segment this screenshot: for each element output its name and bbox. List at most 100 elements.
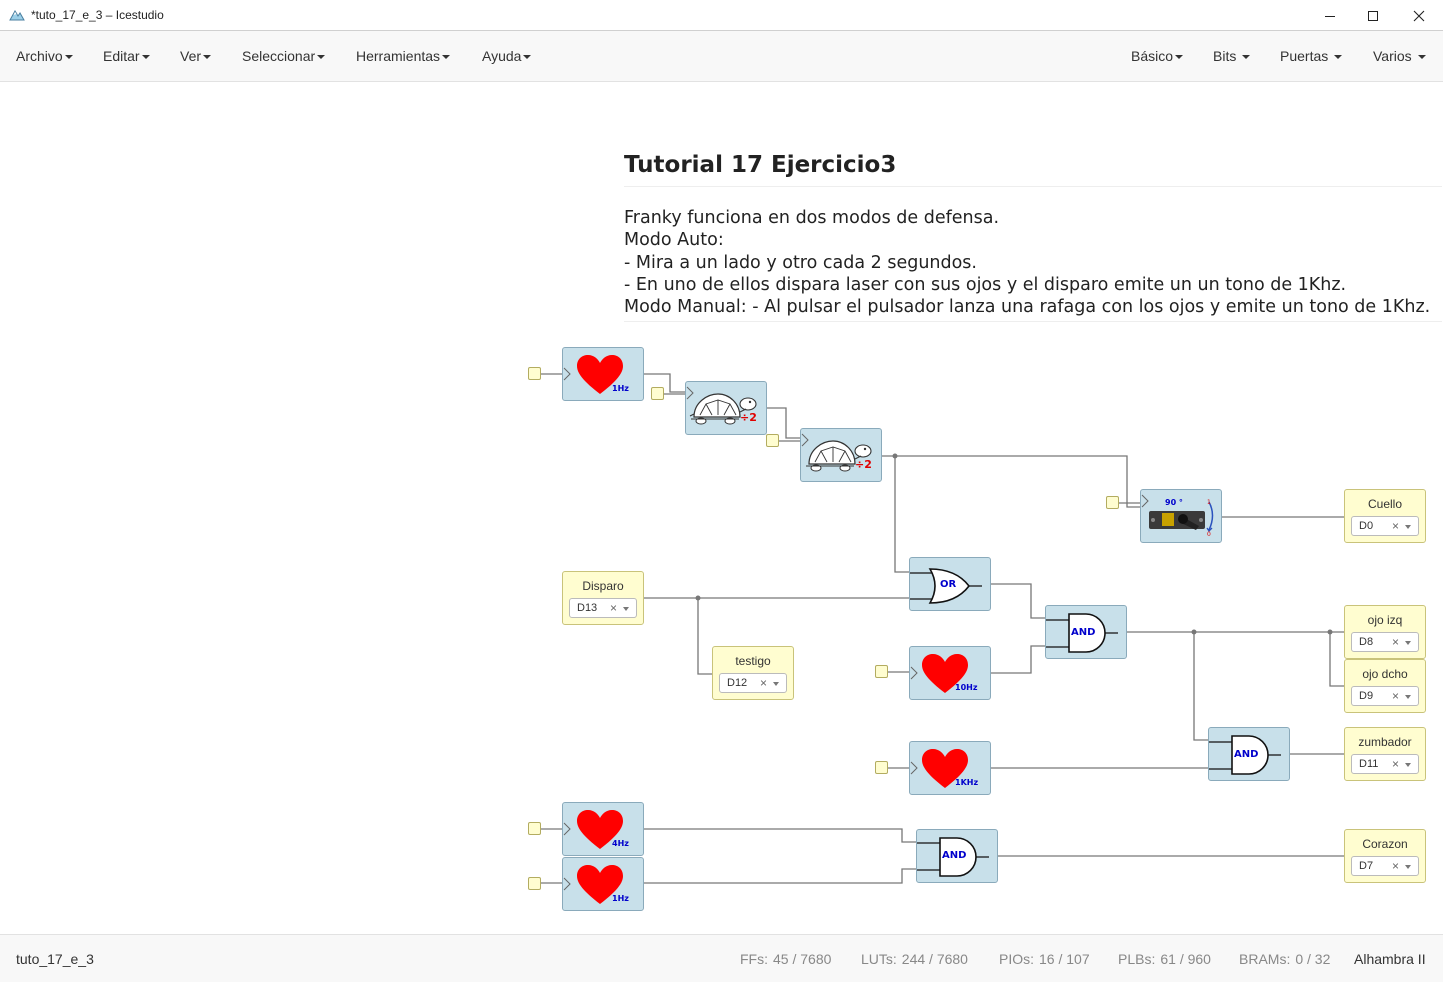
pin-value: D9: [1359, 690, 1374, 702]
maximize-button[interactable]: [1350, 0, 1396, 31]
clear-icon[interactable]: ×: [1391, 757, 1399, 771]
and-gate-icon: [1209, 735, 1281, 775]
menu-bits[interactable]: Bits: [1213, 48, 1251, 64]
menu-herramientas[interactable]: Herramientas: [356, 48, 451, 64]
and-gate-block-3[interactable]: AND: [916, 829, 998, 883]
heart-icon: [563, 810, 623, 849]
clear-icon[interactable]: ×: [1391, 689, 1399, 703]
output-ojo-dcho[interactable]: ojo dcho D9 ×: [1344, 659, 1426, 713]
design-canvas[interactable]: Tutorial 17 Ejercicio3 Franky funciona e…: [0, 82, 1443, 934]
menu-ayuda-label: Ayuda: [482, 48, 522, 64]
heartbeat-1hz-block[interactable]: 1Hz: [562, 347, 644, 401]
clear-icon[interactable]: ×: [1391, 519, 1399, 533]
heartbeat-4hz-block[interactable]: 4Hz: [562, 802, 644, 856]
minimize-icon: [1325, 15, 1335, 17]
frequency-label: 1KHz: [955, 778, 979, 787]
luts-value: 244 / 7680: [901, 951, 968, 967]
constant-input[interactable]: [766, 434, 779, 447]
frequency-label: 10Hz: [955, 683, 978, 692]
menu-editar[interactable]: Editar: [103, 48, 150, 64]
pin-select[interactable]: D9 ×: [1351, 686, 1419, 706]
pios-usage: PIOs:16 / 107: [999, 951, 1090, 967]
gate-label: AND: [942, 850, 967, 861]
pin-value: D8: [1359, 636, 1374, 648]
pin-select[interactable]: D7 ×: [1351, 856, 1419, 876]
info-block[interactable]: Tutorial 17 Ejercicio3 Franky funciona e…: [624, 152, 1442, 323]
divider-label: ÷2: [740, 411, 757, 424]
pin-value: D12: [727, 677, 748, 689]
pin-select[interactable]: D13 ×: [569, 598, 637, 618]
dropdown-arrow-icon: [623, 607, 629, 611]
constant-input[interactable]: [651, 387, 664, 400]
output-ojo-izq[interactable]: ojo izq D8 ×: [1344, 605, 1426, 659]
clear-icon[interactable]: ×: [1391, 635, 1399, 649]
wire-junction: [1191, 629, 1197, 635]
menu-basico[interactable]: Básico: [1131, 48, 1184, 64]
wire-junction: [1327, 629, 1333, 635]
io-name: ojo izq: [1367, 613, 1403, 627]
plbs-label: PLBs:: [1118, 951, 1156, 967]
project-name: tuto_17_e_3: [16, 951, 94, 967]
plbs-usage: PLBs:61 / 960: [1118, 951, 1211, 967]
heartbeat-1khz-block[interactable]: 1KHz: [909, 741, 991, 795]
input-disparo[interactable]: Disparo D13 ×: [562, 571, 644, 625]
menu-varios[interactable]: Varios: [1373, 48, 1426, 64]
menu-archivo[interactable]: Archivo: [16, 48, 73, 64]
wire: [894, 456, 909, 573]
menu-ayuda[interactable]: Ayuda: [482, 48, 532, 64]
caret-down-icon: [1242, 55, 1251, 60]
heartbeat-1hz-block-2[interactable]: 1Hz: [562, 857, 644, 911]
pios-value: 16 / 107: [1039, 951, 1090, 967]
ffs-value: 45 / 7680: [773, 951, 832, 967]
menu-seleccionar[interactable]: Seleccionar: [242, 48, 326, 64]
pin-select[interactable]: D12 ×: [719, 673, 787, 693]
window-title: *tuto_17_e_3 – Icestudio: [31, 8, 164, 22]
or-gate-block[interactable]: OR: [909, 557, 991, 611]
wire: [767, 407, 800, 439]
output-cuello[interactable]: Cuello D0 ×: [1344, 489, 1426, 543]
dropdown-arrow-icon: [773, 682, 779, 686]
servo-block[interactable]: 1 0 90 °: [1140, 489, 1222, 543]
constant-input[interactable]: [528, 822, 541, 835]
output-testigo[interactable]: testigo D12 ×: [712, 646, 794, 700]
and-gate-block-2[interactable]: AND: [1208, 727, 1290, 781]
constant-input[interactable]: [875, 761, 888, 774]
status-bar: tuto_17_e_3 FFs:45 / 7680 LUTs:244 / 768…: [0, 934, 1443, 982]
constant-input[interactable]: [1106, 496, 1119, 509]
brams-usage: BRAMs:0 / 32: [1239, 951, 1330, 967]
heart-icon: [910, 749, 968, 788]
caret-down-icon: [1334, 55, 1343, 60]
maximize-icon: [1368, 10, 1378, 21]
and-gate-block-1[interactable]: AND: [1045, 605, 1127, 659]
brams-label: BRAMs:: [1239, 951, 1291, 967]
caret-down-icon: [1175, 55, 1184, 60]
pin-select[interactable]: D8 ×: [1351, 632, 1419, 652]
output-corazon[interactable]: Corazon D7 ×: [1344, 829, 1426, 883]
pin-select[interactable]: D11 ×: [1351, 754, 1419, 774]
clear-icon[interactable]: ×: [609, 601, 617, 615]
caret-down-icon: [141, 55, 150, 60]
constant-input[interactable]: [875, 665, 888, 678]
turtle-icon: [686, 386, 757, 425]
wires-layer: [541, 373, 1344, 884]
divider-block-2[interactable]: ÷2: [800, 428, 882, 482]
output-zumbador[interactable]: zumbador D11 ×: [1344, 727, 1426, 781]
info-title: Tutorial 17 Ejercicio3: [624, 152, 1442, 187]
menu-ver[interactable]: Ver: [180, 48, 212, 64]
constant-input[interactable]: [528, 877, 541, 890]
close-button[interactable]: [1396, 0, 1442, 31]
menu-puertas[interactable]: Puertas: [1280, 48, 1343, 64]
clear-icon[interactable]: ×: [1391, 859, 1399, 873]
or-gate-icon: [910, 568, 982, 604]
divider-block-1[interactable]: ÷2: [685, 381, 767, 435]
minimize-button[interactable]: [1307, 0, 1353, 31]
board-name[interactable]: Alhambra II: [1354, 951, 1426, 967]
close-icon: [1413, 10, 1425, 21]
heartbeat-10hz-block[interactable]: 10Hz: [909, 646, 991, 700]
pin-select[interactable]: D0 ×: [1351, 516, 1419, 536]
info-line: Modo Manual: - Al pulsar el pulsador lan…: [624, 297, 1431, 318]
constant-input[interactable]: [528, 367, 541, 380]
servo-angle-label: 90 °: [1165, 498, 1183, 507]
clear-icon[interactable]: ×: [759, 676, 767, 690]
pin-value: D13: [577, 602, 598, 614]
